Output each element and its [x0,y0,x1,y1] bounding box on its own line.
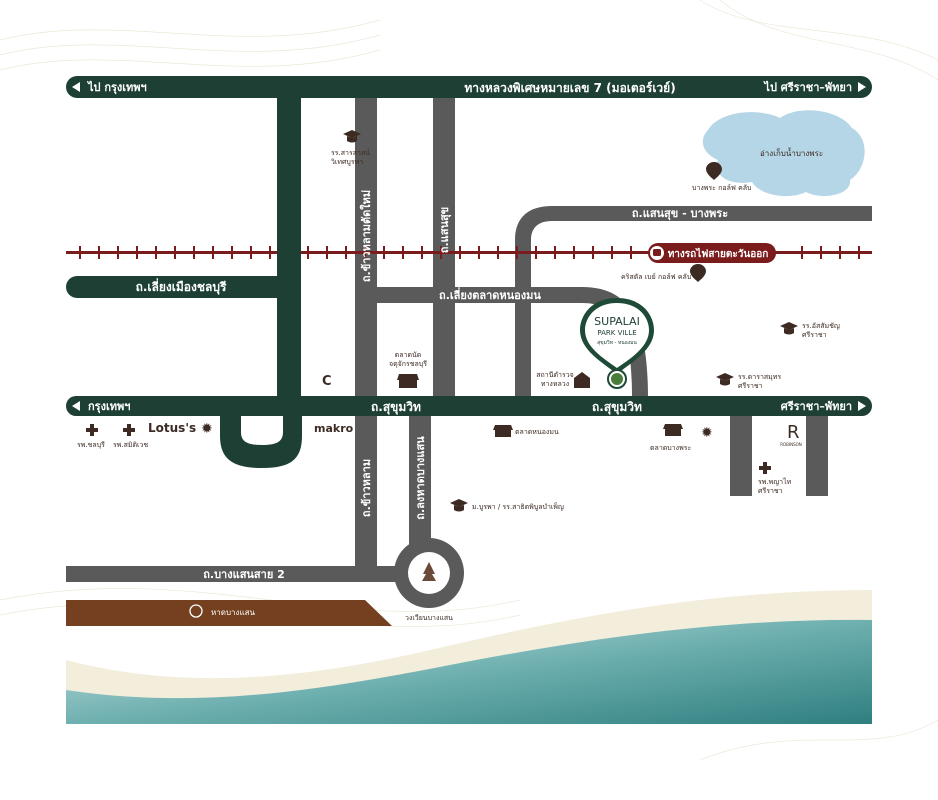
sukhumvit-bar [66,396,872,416]
project-location: สุขุมวิท - หนองมน [597,339,637,346]
poi-darasamut: รร.ดาราสมุทรศรีราชา [738,373,781,390]
poi-talat-bangphra: ตลาดบางพระ [650,444,691,452]
poi-crystal-bay-golf: คริสตัล เบย์ กอล์ฟ คลับ [621,273,691,281]
main-roads [66,76,872,468]
poi-makro: makro [314,422,354,435]
liang-mueang-bar [66,276,296,298]
motorway-bar [66,76,872,98]
railway-label: ทางรถไฟสายตะวันออก [668,247,769,260]
poi-lotus: Lotus's [148,421,196,435]
poi-talat-chatuchak: ตลาดนัดจตุจักรชลบุรี [389,351,427,368]
road-long-hat [409,414,431,554]
c-logo-icon: C [322,374,332,389]
saensuk-bangphra-label: ถ.แสนสุข - บางพระ [632,207,728,221]
poi-hosp-phyathai: รพ.พญาไทศรีราชา [758,477,792,495]
hospital-cross-icon [759,462,771,474]
liang-talat-label: ถ.เลี่ยงตลาดหนองมน [439,287,541,302]
sukhumvit-label-1: ถ.สุขุมวิท [371,400,421,415]
golf-pin-icon [690,264,706,282]
starburst-icon: ✹ [701,425,713,441]
arrow-left-icon [72,82,80,92]
beach-strip [66,600,392,626]
poi-school-sarasas: รร.สารสาสน์วิเทศบูรพา [331,149,370,166]
graduation-cap-icon [450,499,468,512]
roundabout [394,538,464,608]
train-icon [653,249,661,256]
arrow-left-icon [72,401,80,411]
motorway-left-label: ไป กรุงเทพฯ [86,80,147,95]
road-khao-lam [355,414,377,582]
khao-lam-tat-mai-label: ถ.ข้าวหลามตัดใหม่ [359,190,373,282]
poi-robinson: ROBINSON [780,442,802,447]
graduation-cap-icon [343,130,361,143]
arrow-right-icon [858,82,866,92]
railway-badge: ทางรถไฟสายตะวันออก [648,243,776,263]
tree-icon [422,562,436,581]
motorway-right-label: ไป ศรีราชา–พัทยา [762,80,852,94]
khao-lam-label: ถ.ข้าวหลาม [360,459,373,517]
poi-talat-nongmon: ตลาดหนองมน [515,428,559,436]
road-saensuk [433,98,455,398]
graduation-cap-icon [716,373,734,386]
poi-hosp-chonburi: รพ.ชลบุรี [77,441,105,449]
sea-area [66,619,872,724]
road-near-robinson-2 [806,414,828,496]
project-pin: SUPALAI PARK VILLE สุขุมวิท - หนองมน [580,298,654,389]
hospital-cross-icon [123,424,135,436]
direction-arrows [72,82,866,411]
reservoir-lake [702,110,865,197]
long-hat-label: ถ.ลงหาดบางแสน [414,436,427,520]
beach-icon [189,604,203,618]
sukhumvit-right-label: ศรีราชา–พัทยา [781,400,852,413]
starburst-icon: ✹ [201,421,213,437]
sukhumvit-label-2: ถ.สุขุมวิท [592,400,642,415]
golf-pin-icon [706,162,722,180]
hospital-cross-icon [86,424,98,436]
market-icon [493,425,513,437]
poi-police: สถานีตำรวจทางหลวง [536,371,574,388]
liang-mueang-label: ถ.เลี่ยงเมืองชลบุรี [136,278,227,295]
road-bangsaen-sai2 [66,566,421,582]
poi-roundabout: วงเวียนบางแสน [405,614,453,622]
bangsaen-sai2-label: ถ.บางแสนสาย 2 [203,568,285,581]
poi-hosp-samitivej: รพ.สมิติเวช [113,441,148,449]
poi-buu: ม.บูรพา / รร.สาธิตพิบูลบำเพ็ญ [472,502,564,511]
graduation-cap-icon [780,322,798,335]
project-name: PARK VILLE [597,329,636,337]
arrow-right-icon [858,401,866,411]
poi-beach: หาดบางแสน [211,608,255,617]
market-icon [663,424,683,436]
railway-line [66,246,872,259]
motorway-center-label: ทางหลวงพิเศษหมายเลข 7 (มอเตอร์เวย์) [464,81,675,95]
market-icon [397,374,419,388]
sukhumvit-left-label: กรุงเทพฯ [88,400,130,414]
poi-bangphra-golf: บางพระ กอล์ฟ คลับ [692,184,751,192]
road-near-robinson-1 [730,414,752,496]
robinson-logo-icon: R [787,422,800,443]
poi-reservoir: อ่างเก็บน้ำบางพระ [760,147,823,158]
connector-vertical [277,86,301,408]
poi-assumption: รร.อัสสัมชัญศรีราชา [802,322,840,339]
points-of-interest: รร.สารสาสน์วิเทศบูรพา อ่างเก็บน้ำบางพระ … [77,130,840,622]
saensuk-label: ถ.แสนสุข [438,207,452,253]
police-station-icon [574,372,590,388]
project-brand: SUPALAI [594,315,640,328]
sukhumvit-loop [220,406,302,468]
